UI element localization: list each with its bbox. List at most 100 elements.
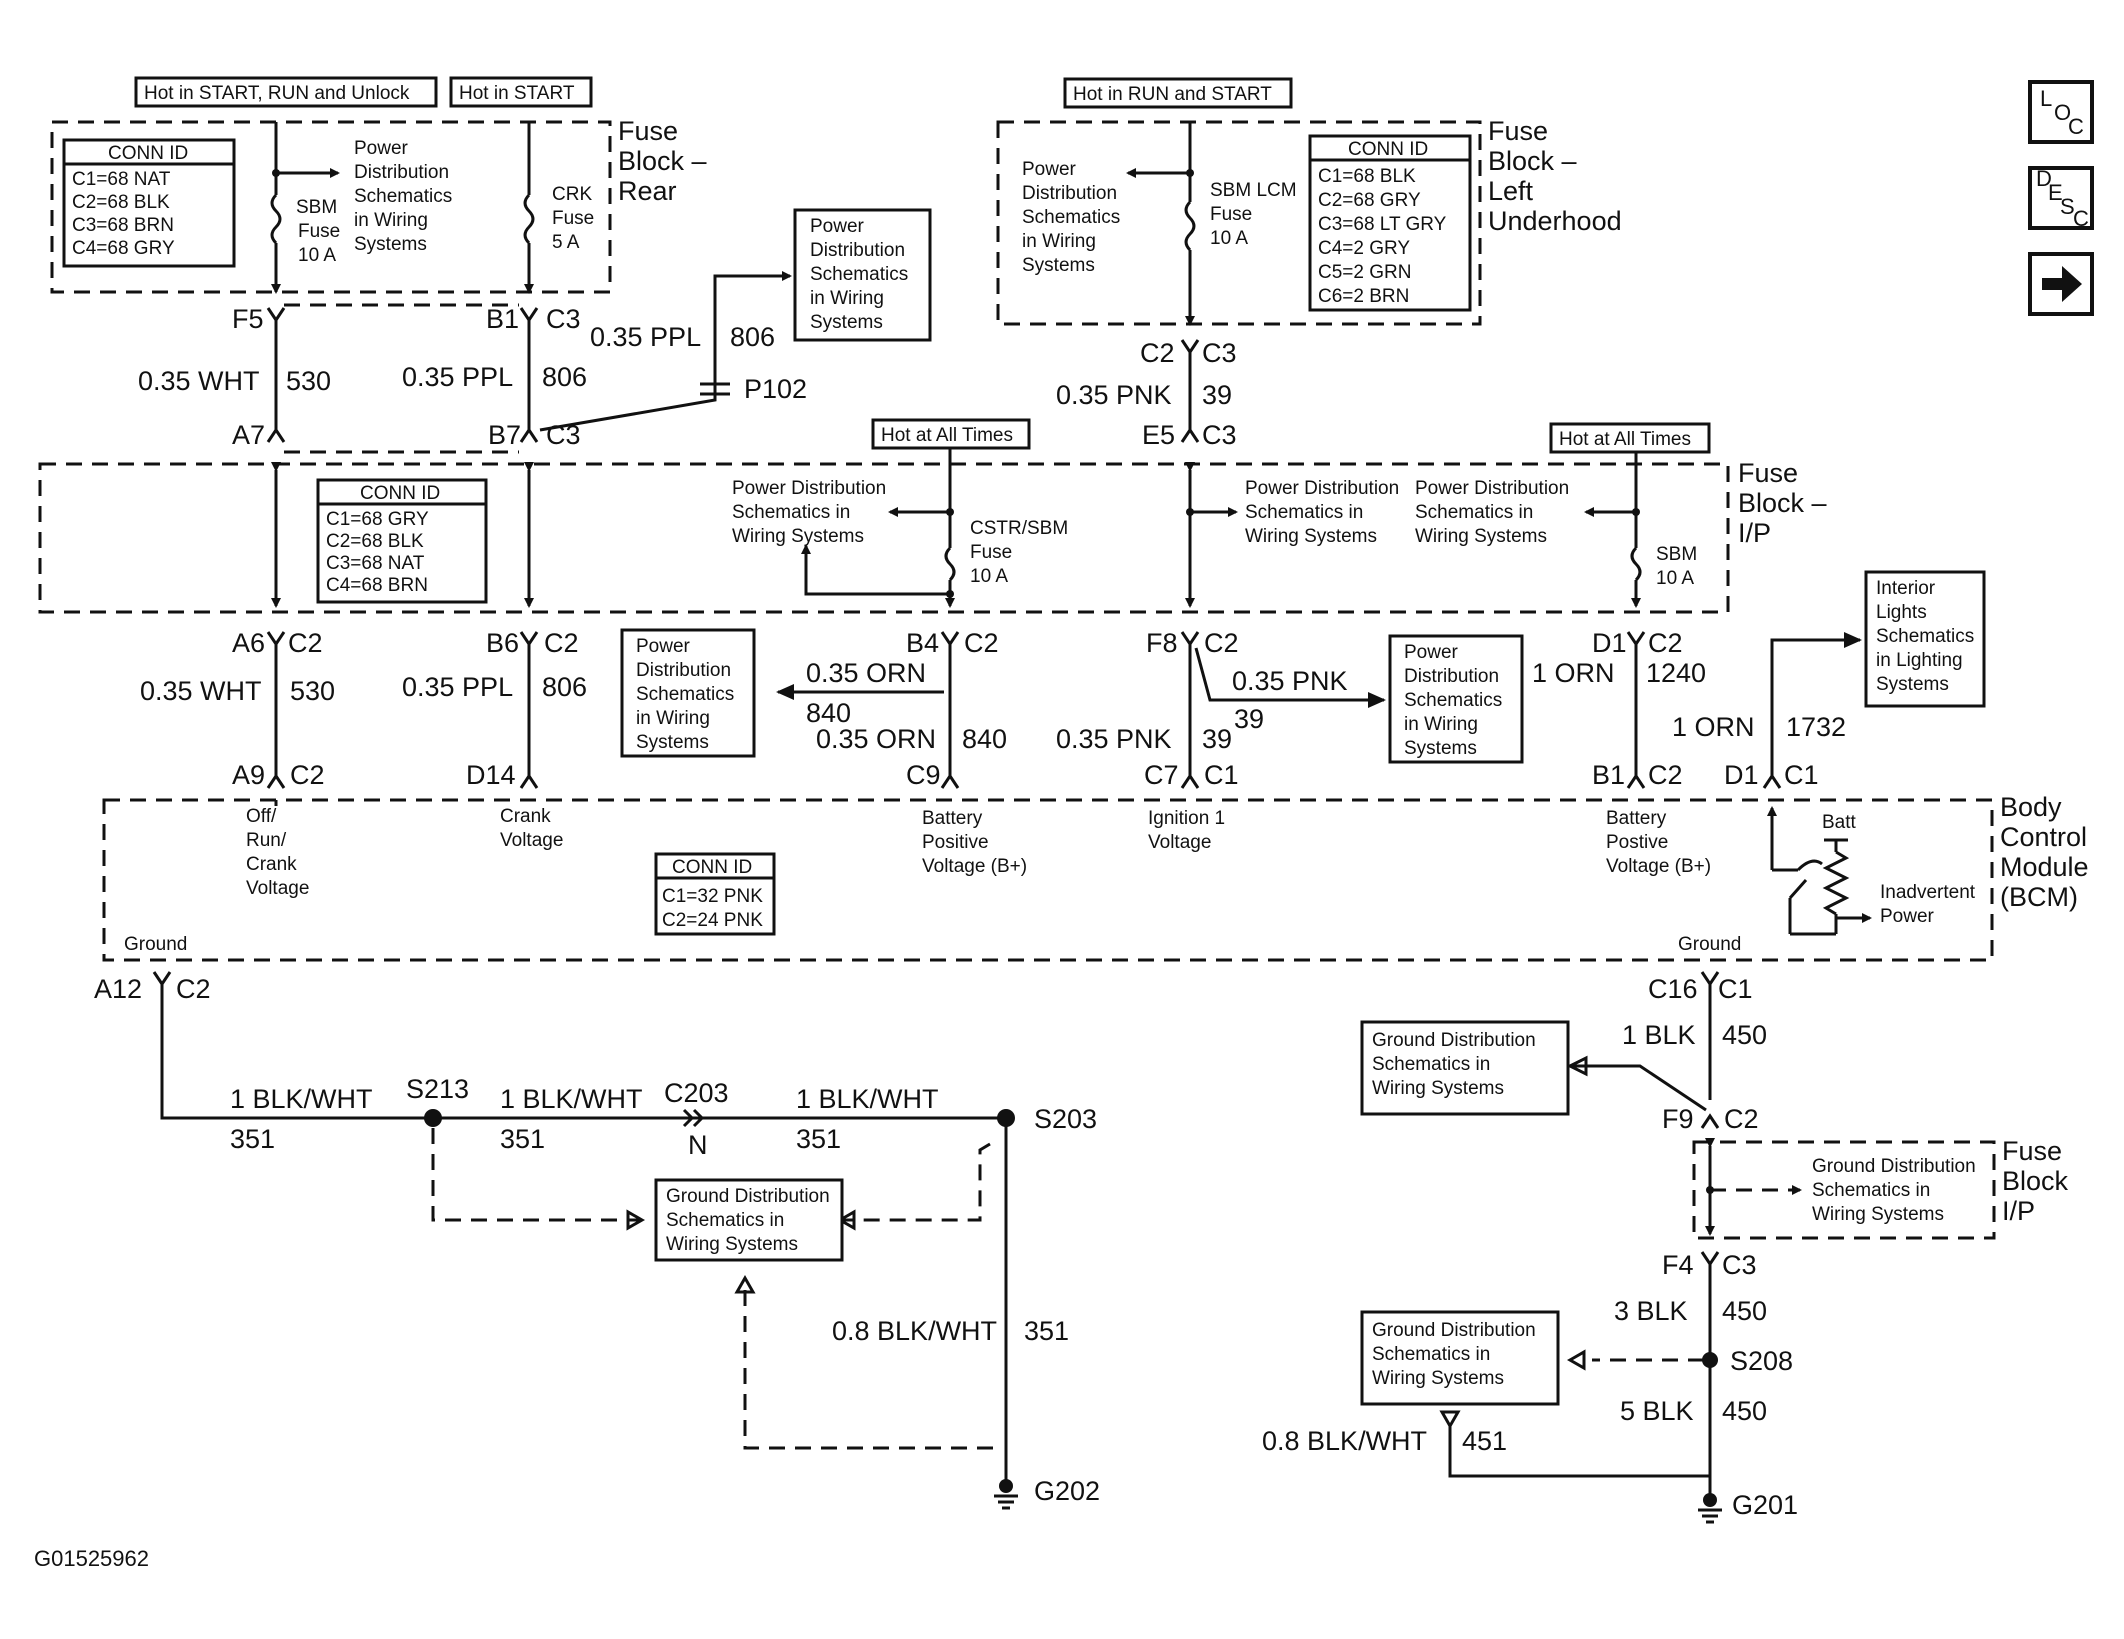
svg-text:in Wiring: in Wiring (1404, 714, 1478, 735)
conn-id-table-underhood: CONN ID C1=68 BLK C2=68 GRY C3=68 LT GRY… (1308, 134, 1472, 312)
svg-text:in Lighting: in Lighting (1876, 650, 1963, 671)
arrow-right-icon (2042, 266, 2082, 302)
svg-text:Run/: Run/ (246, 830, 287, 851)
svg-text:Ground: Ground (124, 934, 187, 955)
svg-text:C2: C2 (176, 974, 211, 1004)
connector-b1-c3: B1 C3 (486, 304, 581, 334)
svg-text:C16: C16 (1648, 974, 1698, 1004)
pd-ref-ip-mid: Power Distribution Schematics in Wiring … (1245, 478, 1399, 547)
svg-text:C1=68 GRY: C1=68 GRY (326, 509, 429, 530)
svg-text:Fuse: Fuse (298, 221, 340, 242)
connector-c7-c1: C7 C1 (1144, 760, 1239, 790)
svg-text:Wiring Systems: Wiring Systems (1415, 526, 1547, 547)
wire-39-circuit: 39 (1202, 380, 1232, 410)
wire-840v-circuit: 840 (962, 724, 1007, 754)
svg-text:10 A: 10 A (1656, 568, 1694, 589)
svg-text:Schematics: Schematics (1876, 626, 1974, 647)
wire-450c-gauge: 5 BLK (1620, 1396, 1694, 1426)
wire-840v-gauge: 0.35 ORN (816, 724, 936, 754)
loc-button[interactable]: L O C (2028, 80, 2094, 144)
svg-text:C3=68 NAT: C3=68 NAT (326, 553, 425, 574)
svg-text:CONN ID: CONN ID (672, 857, 752, 878)
svg-text:Off/: Off/ (246, 806, 277, 827)
wire-39v-circuit: 39 (1202, 724, 1232, 754)
svg-text:F5: F5 (232, 304, 264, 334)
connector-a9-c2: A9 C2 (232, 760, 325, 790)
svg-text:C1=68 NAT: C1=68 NAT (72, 169, 171, 190)
svg-text:Systems: Systems (810, 312, 883, 333)
svg-text:B4: B4 (906, 628, 939, 658)
svg-text:I/P: I/P (1738, 518, 1771, 548)
svg-text:Schematics in: Schematics in (1372, 1054, 1490, 1075)
svg-text:C2: C2 (290, 760, 325, 790)
svg-text:C2: C2 (1648, 760, 1683, 790)
connector-a6-c2: A6 C2 (232, 628, 323, 658)
svg-text:Power: Power (1022, 159, 1077, 180)
svg-text:C6=2 BRN: C6=2 BRN (1318, 286, 1409, 307)
svg-text:Voltage (B+): Voltage (B+) (1606, 856, 1711, 877)
wire-450b-circuit: 450 (1722, 1296, 1767, 1326)
wire-1732-circuit: 1732 (1786, 712, 1846, 742)
ground-g201: G201 (1732, 1490, 1798, 1520)
wire-1732-gauge: 1 ORN (1672, 712, 1755, 742)
crk-fuse-icon (523, 193, 535, 245)
svg-text:Block –: Block – (1738, 488, 1827, 518)
svg-text:Body: Body (2000, 792, 2062, 822)
wire-806-gauge: 0.35 PPL (402, 362, 513, 392)
desc-button[interactable]: D E S C (2028, 166, 2094, 231)
svg-text:C1: C1 (1784, 760, 1819, 790)
svg-text:Wiring Systems: Wiring Systems (1245, 526, 1377, 547)
svg-text:C2: C2 (1648, 628, 1683, 658)
svg-text:Schematics in: Schematics in (732, 502, 850, 523)
ground-g202: G202 (1034, 1476, 1100, 1506)
wire-806b-gauge: 0.35 PPL (402, 672, 513, 702)
svg-text:C2=68 GRY: C2=68 GRY (1318, 190, 1421, 211)
svg-text:C2=68 BLK: C2=68 BLK (326, 531, 424, 552)
svg-text:Systems: Systems (1022, 255, 1095, 276)
svg-text:Power: Power (1404, 642, 1459, 663)
svg-text:Crank: Crank (500, 806, 551, 827)
svg-text:Lights: Lights (1876, 602, 1927, 623)
wire-351c-circuit: 351 (796, 1124, 841, 1154)
ground-g201-icon (1698, 1493, 1722, 1524)
svg-text:Schematics in: Schematics in (1812, 1180, 1930, 1201)
svg-text:Power Distribution: Power Distribution (732, 478, 886, 499)
svg-text:Fuse: Fuse (970, 542, 1012, 563)
svg-text:Power Distribution: Power Distribution (1245, 478, 1399, 499)
pd-ref-ip-cstr: Power Distribution Schematics in Wiring … (732, 478, 886, 547)
wire-39v-gauge: 0.35 PNK (1056, 724, 1172, 754)
connector-b1-c2: B1 C2 (1592, 760, 1683, 790)
svg-text:Wiring Systems: Wiring Systems (666, 1234, 798, 1255)
wire-806-circuit: 806 (542, 362, 587, 392)
connector-d14: D14 (466, 760, 539, 790)
ground-g202-icon (994, 1479, 1018, 1510)
svg-text:Module: Module (2000, 852, 2089, 882)
p102-wire-gauge: 0.35 PPL (590, 322, 701, 352)
hot-label-start: Hot in START (449, 76, 593, 108)
svg-text:Schematics: Schematics (354, 186, 452, 207)
connector-e5-c3: E5 C3 (1142, 420, 1237, 450)
body-control-module: Body Control Module (BCM) Off/ Run/ Cran… (102, 792, 2089, 962)
svg-text:Crank: Crank (246, 854, 297, 875)
svg-text:Systems: Systems (1404, 738, 1477, 759)
hot-label-all-times-sbm: Hot at All Times (1549, 422, 1711, 454)
svg-text:Battery: Battery (922, 808, 983, 829)
svg-text:Fuse: Fuse (1738, 458, 1798, 488)
svg-text:CSTR/SBM: CSTR/SBM (970, 518, 1068, 539)
svg-text:D1: D1 (1724, 760, 1759, 790)
svg-text:Distribution: Distribution (810, 240, 905, 261)
svg-text:in Wiring: in Wiring (636, 708, 710, 729)
svg-text:A9: A9 (232, 760, 265, 790)
svg-text:Block –: Block – (1488, 146, 1577, 176)
cstr-sbm-fuse-icon (944, 546, 956, 582)
next-page-button[interactable] (2028, 252, 2094, 316)
svg-text:Hot at All Times: Hot at All Times (881, 425, 1013, 446)
svg-text:Wiring Systems: Wiring Systems (1372, 1078, 1504, 1099)
wire-530b-gauge: 0.35 WHT (140, 676, 262, 706)
svg-text:C2: C2 (288, 628, 323, 658)
svg-text:Schematics in: Schematics in (1415, 502, 1533, 523)
wire-450a-circuit: 450 (1722, 1020, 1767, 1050)
svg-text:C1=32 PNK: C1=32 PNK (662, 886, 763, 907)
connector-c9: C9 (906, 760, 960, 790)
wire-530-gauge: 0.35 WHT (138, 366, 260, 396)
